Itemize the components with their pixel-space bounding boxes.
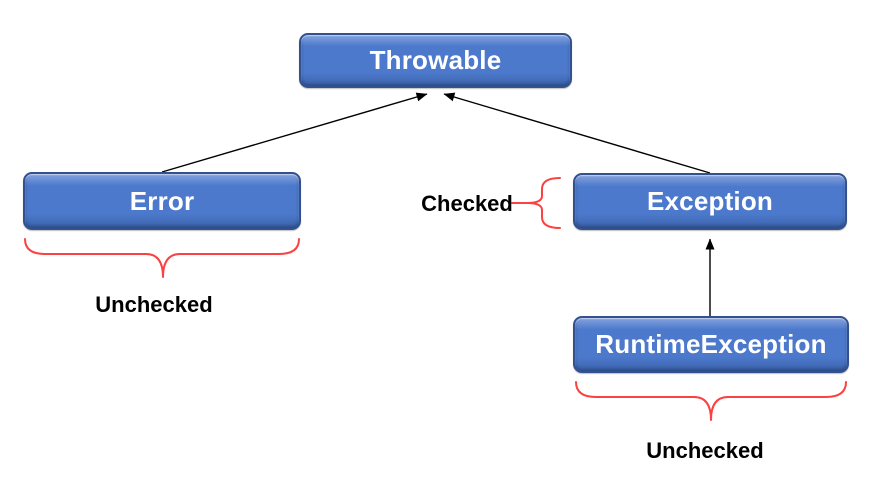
node-throwable-label: Throwable xyxy=(369,45,502,75)
node-runtimeexception-label: RuntimeException xyxy=(595,329,827,359)
node-error: Error xyxy=(23,172,301,230)
edge-error-to-throwable xyxy=(161,92,428,173)
brace-unchecked-runtimeexception xyxy=(575,381,847,421)
node-exception-label: Exception xyxy=(646,186,774,216)
node-throwable: Throwable xyxy=(299,33,572,88)
node-exception: Exception xyxy=(573,173,847,230)
node-runtimeexception: RuntimeException xyxy=(573,316,849,373)
label-unchecked-error: Unchecked xyxy=(95,292,213,317)
edge-exception-to-throwable xyxy=(443,92,711,174)
brace-checked-exception xyxy=(526,177,561,229)
label-unchecked-runtimeexception: Unchecked xyxy=(646,438,764,463)
brace-unchecked-error xyxy=(24,238,300,278)
node-error-label: Error xyxy=(129,185,195,216)
label-checked: Checked xyxy=(421,191,513,216)
